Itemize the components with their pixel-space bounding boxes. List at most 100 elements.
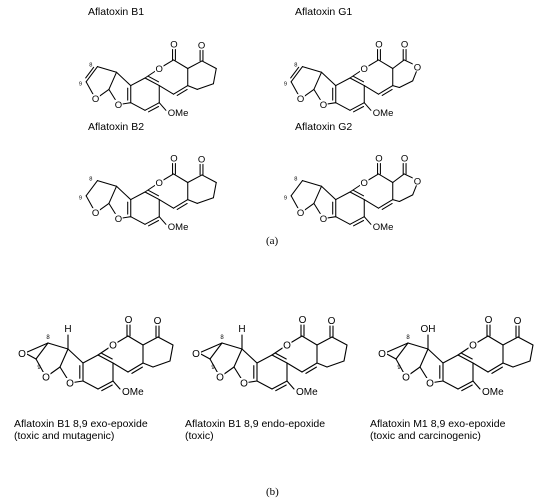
double-bond <box>491 366 503 374</box>
bond <box>144 102 160 111</box>
caption-panel-b: (b) <box>266 486 279 498</box>
double-bond <box>381 88 393 96</box>
bond <box>335 102 351 111</box>
bond <box>313 185 323 204</box>
bond <box>82 354 99 364</box>
double-bond <box>353 105 365 113</box>
double-bond <box>85 66 95 79</box>
bond <box>512 360 531 368</box>
methoxy-label: OMe <box>482 387 504 398</box>
ring-oxygen: O <box>156 178 163 189</box>
methoxy-label: OMe <box>296 387 318 398</box>
position-9: 9 <box>37 365 41 371</box>
mask <box>359 63 369 74</box>
ring-oxygen: O <box>283 341 291 352</box>
note-b1-endo-epoxide: (toxic) <box>185 430 214 442</box>
mask <box>319 213 328 224</box>
bond <box>157 336 174 346</box>
bond <box>349 102 365 111</box>
bond <box>335 77 351 87</box>
epoxide-oxygen: O <box>18 349 26 360</box>
double-bond <box>353 189 365 197</box>
position-8: 8 <box>406 335 410 341</box>
bond <box>457 354 474 364</box>
mask <box>108 340 118 350</box>
bond <box>343 344 348 362</box>
methoxy-label: OMe <box>168 222 189 233</box>
bond <box>127 362 144 373</box>
ring-oxygen: O <box>156 64 163 75</box>
ring-oxygen: O <box>92 208 99 219</box>
bond <box>115 71 132 87</box>
bond <box>529 344 534 362</box>
methoxy-label: OMe <box>168 108 189 119</box>
ring-oxygen: O <box>92 94 99 105</box>
ring-oxygen: O <box>297 208 304 219</box>
mask <box>91 208 100 218</box>
bond <box>196 197 214 204</box>
bond <box>169 344 174 362</box>
double-bond <box>176 88 188 96</box>
note-b1-exo-epoxide: (toxic and mutagenic) <box>14 430 114 442</box>
position-9: 9 <box>284 196 287 202</box>
bond <box>172 59 189 70</box>
bond <box>487 335 504 346</box>
mask <box>319 99 328 110</box>
bond <box>392 59 405 70</box>
mask <box>378 347 387 357</box>
bond <box>442 354 459 364</box>
bond <box>130 77 146 87</box>
bond <box>363 216 372 225</box>
bond <box>502 336 519 346</box>
methoxy-label: OMe <box>122 387 144 398</box>
bond <box>233 348 243 368</box>
bond <box>187 85 198 90</box>
bond <box>271 380 288 390</box>
bond <box>85 66 99 83</box>
bond <box>301 335 318 346</box>
bond <box>349 216 365 225</box>
bond <box>398 194 414 203</box>
carbonyl-oxygen: O <box>375 154 382 165</box>
position-8: 8 <box>294 177 297 183</box>
bond <box>97 354 114 364</box>
bond <box>196 83 214 90</box>
bond <box>172 85 189 95</box>
lactone-oxygen: O <box>414 62 421 73</box>
bond <box>398 80 414 89</box>
bond <box>271 354 288 364</box>
double-bond <box>305 366 317 374</box>
bond <box>130 102 146 111</box>
double-bond <box>148 105 160 113</box>
methoxy-label: OMe <box>373 108 394 119</box>
carbonyl-oxygen: O <box>299 315 307 326</box>
mask <box>282 340 292 350</box>
bond <box>201 174 217 184</box>
ketone-oxygen: O <box>198 41 205 52</box>
double-bond <box>101 352 113 360</box>
bond <box>241 348 258 364</box>
bond <box>377 59 394 70</box>
bond <box>384 342 409 354</box>
bond <box>158 216 167 225</box>
ring-oxygen: O <box>240 379 248 390</box>
note-m1-exo-epoxide: (toxic and carcinogenic) <box>370 430 481 442</box>
bond <box>82 380 99 390</box>
epoxide-oxygen: O <box>192 349 200 360</box>
caption-panel-a: (a) <box>266 235 279 247</box>
bond <box>320 71 337 87</box>
bond <box>377 173 394 184</box>
bond <box>144 191 160 201</box>
bond <box>407 342 429 350</box>
bond <box>144 77 160 87</box>
bond <box>290 180 304 197</box>
carbonyl-oxygen: O <box>485 315 493 326</box>
position-9: 9 <box>79 82 82 88</box>
mask <box>401 372 411 382</box>
bond <box>97 380 114 390</box>
bond <box>47 342 69 350</box>
double-bond <box>148 189 160 197</box>
